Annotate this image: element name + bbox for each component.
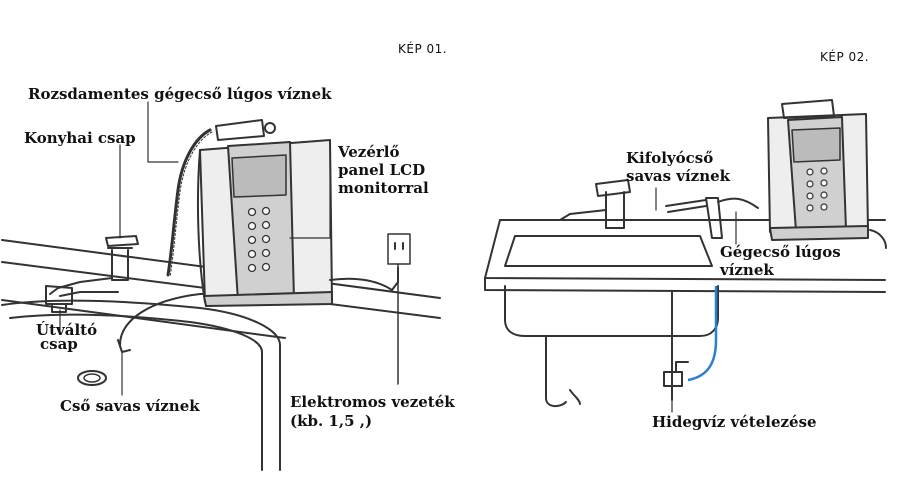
acid-pipe — [119, 293, 211, 346]
label-diverter-tap-1: Útváltó — [36, 321, 98, 339]
label-stainless-hose: Rozsdamentes gégecső lúgos víznek — [28, 85, 332, 103]
leader-lines-1 — [59, 101, 331, 396]
figure-2-title: KÉP 02. — [820, 50, 870, 64]
label-hose-alkaline-2: víznek — [720, 261, 774, 279]
leader-lines-2 — [655, 187, 737, 413]
label-acid-pipe: Cső savas víznek — [60, 397, 200, 415]
stainless-hose — [166, 128, 212, 277]
diverter-tap — [45, 285, 73, 313]
sink-basin-2 — [504, 235, 719, 408]
panel-buttons-1 — [247, 206, 271, 273]
stainless-hose-inner — [169, 131, 213, 278]
figure-1-title: KÉP 01. — [398, 42, 448, 56]
label-hose-alkaline-1: Gégecső lúgos — [720, 243, 841, 261]
blue-supply-hose — [687, 286, 718, 382]
sink-drain-1 — [77, 370, 107, 386]
sink-basin-1 — [1, 299, 281, 471]
label-control-panel-2: panel LCD — [338, 161, 426, 179]
kitchen-faucet-2 — [559, 179, 631, 229]
label-diverter-tap-2: csap — [40, 335, 78, 353]
label-control-panel-1: Vezérlő — [338, 143, 400, 161]
ionizer-machine-2 — [767, 99, 869, 241]
label-kitchen-tap: Konyhai csap — [24, 129, 136, 147]
label-spout-acid-2: savas víznek — [626, 167, 731, 185]
panel-buttons-2 — [806, 167, 828, 212]
label-power-cord-1: Elektromos vezeték — [290, 393, 455, 411]
kitchen-faucet — [49, 235, 139, 297]
label-cold-water: Hidegvíz vételezése — [652, 413, 817, 431]
power-cord — [329, 267, 399, 291]
label-power-cord-2: (kb. 1,5 ,) — [290, 412, 373, 430]
alkaline-spout — [665, 197, 759, 239]
label-control-panel-3: monitorral — [338, 179, 429, 197]
label-spout-acid-1: Kifolyócső — [626, 149, 714, 167]
cold-water-supply — [663, 291, 689, 401]
wall-outlet — [387, 233, 411, 265]
